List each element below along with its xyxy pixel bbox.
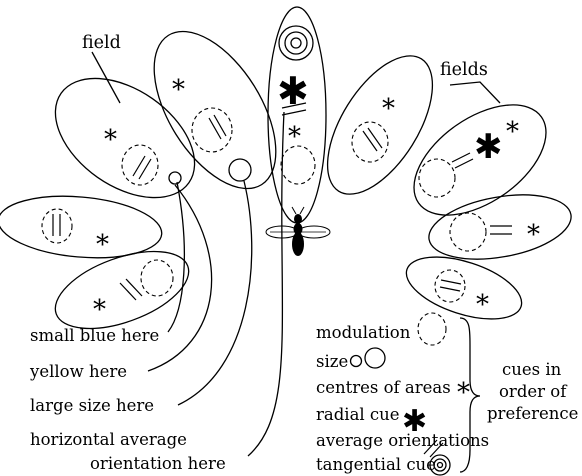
large-size-label: large size here	[30, 396, 154, 415]
legend-tangential: tangential cue	[316, 455, 436, 474]
centre-star: *	[96, 230, 109, 260]
small-blue-leader	[168, 182, 184, 332]
legend-size-large-icon	[365, 348, 385, 368]
dashed-area	[435, 270, 465, 302]
orientation-bar	[455, 159, 473, 168]
yellow-label: yellow here	[29, 362, 127, 381]
centre-star: *	[527, 220, 540, 250]
legend-tangential-icon-core	[438, 463, 443, 468]
orientation-bar	[440, 287, 460, 291]
dashed-area	[192, 108, 232, 152]
field-leader-line	[92, 52, 120, 103]
bee-icon	[266, 207, 330, 256]
orientation-bar	[126, 279, 142, 296]
orientation-bar	[120, 283, 136, 300]
field-ellipse-top-left	[129, 11, 300, 209]
left-fields	[0, 11, 301, 344]
orientation-bar	[441, 280, 461, 284]
centre-star: *	[288, 122, 301, 152]
legend-centres-icon: *	[457, 378, 470, 408]
large-circle	[229, 159, 251, 181]
legend-modulation-icon	[418, 313, 446, 345]
legend-size-small-icon	[351, 356, 362, 367]
legend-radial: radial cue	[316, 405, 400, 424]
horizontal-average-leader	[248, 112, 284, 456]
orientation-bar	[452, 153, 470, 162]
centre-star: *	[476, 290, 489, 320]
legend-size: size	[316, 352, 348, 371]
centre-star: *	[93, 295, 106, 325]
small-blue-label: small blue here	[30, 326, 159, 345]
legend-average: average orientations	[316, 431, 489, 450]
fields-leader-line	[450, 82, 500, 103]
radial-cue-star: ✱	[277, 69, 309, 113]
dashed-area	[419, 159, 455, 197]
field-ellipse-center	[268, 7, 326, 223]
radial-cue-star: ✱	[474, 127, 503, 167]
small-circle	[169, 172, 181, 184]
cues-note-line3: preference	[487, 404, 578, 423]
centre-star: *	[172, 75, 185, 105]
dashed-area	[141, 260, 173, 296]
horizontal-average-label: horizontal average	[30, 430, 187, 449]
orientation-bar	[209, 118, 221, 139]
field-label: field	[82, 33, 121, 53]
orientation-bar	[363, 131, 377, 151]
tangential-target-outer	[279, 26, 313, 60]
cues-note-line1: cues in	[502, 360, 562, 379]
orientation-here-label: orientation here	[90, 454, 226, 473]
legend: modulation size centres of areas * radia…	[316, 313, 578, 475]
large-size-leader	[178, 181, 252, 405]
cues-note-line2: order of	[499, 382, 568, 401]
legend-centres: centres of areas	[316, 378, 451, 397]
centre-star: *	[382, 94, 395, 124]
legend-modulation: modulation	[316, 323, 411, 342]
tangential-target-middle	[285, 32, 307, 54]
tangential-target-inner	[291, 38, 301, 48]
dashed-area	[450, 213, 486, 251]
dashed-area	[42, 209, 72, 243]
centre-star: *	[104, 125, 117, 155]
fields-label: fields	[440, 60, 488, 80]
orientation-bar	[214, 115, 226, 136]
orientation-bar	[368, 128, 382, 148]
centre-star: *	[506, 117, 519, 147]
